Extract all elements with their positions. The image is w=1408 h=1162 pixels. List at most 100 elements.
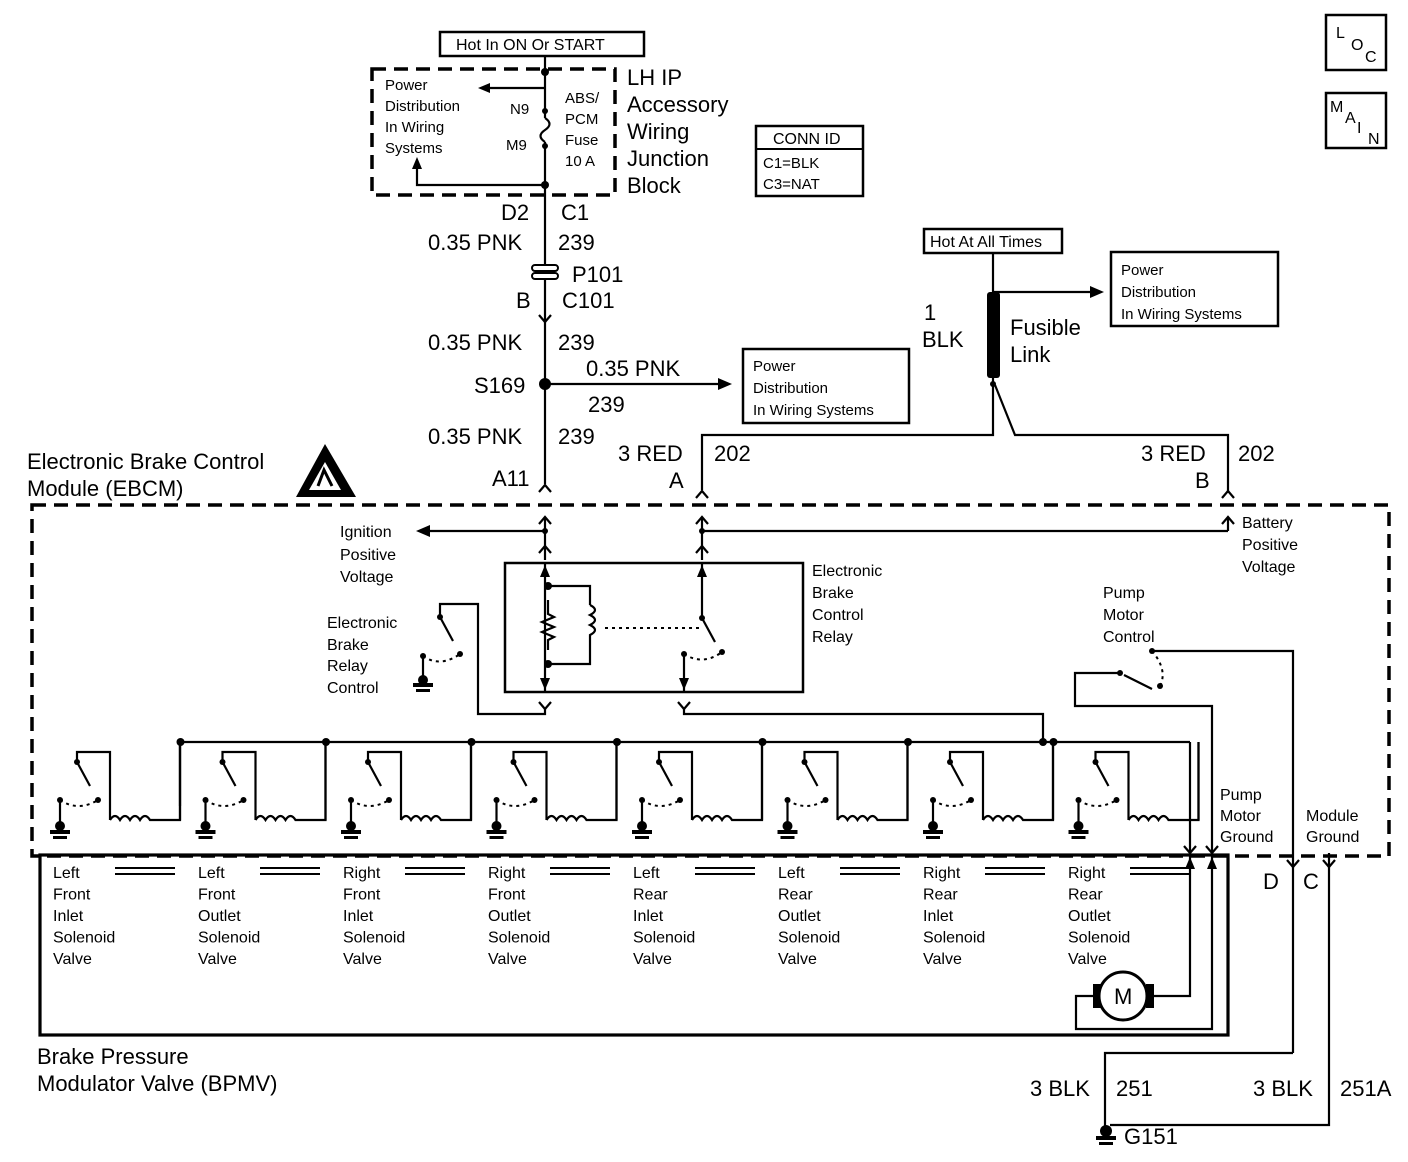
svg-text:Front: Front bbox=[343, 887, 381, 904]
svg-text:N: N bbox=[1368, 131, 1380, 148]
svg-text:Power: Power bbox=[753, 358, 796, 375]
ground-icon bbox=[55, 821, 65, 831]
solenoid-coil-icon bbox=[836, 742, 909, 823]
pin-b2: B bbox=[1195, 468, 1210, 493]
wire-circuit-2: 239 bbox=[558, 330, 595, 355]
svg-text:Fuse: Fuse bbox=[565, 132, 598, 149]
arrow-left-icon bbox=[478, 83, 490, 93]
svg-text:Right: Right bbox=[343, 865, 381, 882]
svg-text:Right: Right bbox=[1068, 865, 1106, 882]
svg-text:Solenoid: Solenoid bbox=[53, 930, 115, 947]
svg-text:Front: Front bbox=[488, 887, 526, 904]
s169-label: S169 bbox=[474, 373, 525, 398]
solenoid-driver-group bbox=[50, 738, 1200, 839]
c101-label: C101 bbox=[562, 288, 615, 313]
red-b-gauge: 3 RED bbox=[1141, 441, 1206, 466]
pin-c: C bbox=[1303, 869, 1319, 894]
branch-circuit: 239 bbox=[588, 392, 625, 417]
esd-warning-icon bbox=[296, 444, 356, 497]
ground-icon bbox=[1073, 821, 1084, 831]
battery-pd-box: Power Distribution In Wiring Systems bbox=[1109, 250, 1280, 328]
svg-text:Brake: Brake bbox=[812, 585, 854, 602]
svg-text:O: O bbox=[1351, 37, 1363, 54]
bpmv-title: Brake Pressure Modulator Valve (BPMV) bbox=[37, 1044, 277, 1096]
svg-text:In Wiring: In Wiring bbox=[385, 119, 444, 136]
svg-text:Rear: Rear bbox=[923, 887, 958, 904]
svg-text:Brake Pressure: Brake Pressure bbox=[37, 1044, 189, 1069]
svg-text:Inlet: Inlet bbox=[53, 908, 84, 925]
svg-text:Right: Right bbox=[923, 865, 961, 882]
solenoid-driver bbox=[613, 738, 764, 839]
solenoid-coil-icon bbox=[691, 742, 764, 823]
pin-a11: A11 bbox=[492, 466, 530, 491]
svg-text:Valve: Valve bbox=[488, 951, 527, 968]
red-a-gauge: 3 RED bbox=[618, 441, 683, 466]
svg-text:LH IP: LH IP bbox=[627, 65, 682, 90]
arrow-left-icon bbox=[416, 525, 430, 537]
module-ground-label: Module Ground bbox=[1306, 808, 1359, 846]
svg-text:Solenoid: Solenoid bbox=[488, 930, 550, 947]
ground-icon bbox=[346, 821, 356, 831]
svg-text:I: I bbox=[1357, 120, 1361, 137]
loc-badge[interactable]: L O C bbox=[1324, 13, 1388, 72]
ebcm-outline bbox=[30, 503, 1391, 858]
pump-motor-icon: M bbox=[1093, 970, 1154, 1022]
driver-switch-icon bbox=[949, 761, 964, 787]
solenoid-coil-icon bbox=[400, 742, 473, 823]
battery-positive-voltage-label: Battery Positive Voltage bbox=[1242, 515, 1298, 576]
fusible-link-label: Fusible bbox=[1010, 315, 1081, 340]
relay-label: Electronic Brake Control Relay bbox=[812, 563, 882, 646]
svg-text:Solenoid: Solenoid bbox=[778, 930, 840, 947]
solenoid-driver bbox=[50, 742, 182, 839]
svg-text:C3=NAT: C3=NAT bbox=[763, 176, 820, 193]
pump-motor-ground-label: Pump Motor Ground bbox=[1220, 787, 1273, 846]
pin-a: A bbox=[669, 468, 684, 493]
solenoid-coil-icon bbox=[254, 742, 327, 823]
g151-label: G151 bbox=[1124, 1124, 1178, 1149]
svg-text:Modulator Valve (BPMV): Modulator Valve (BPMV) bbox=[37, 1071, 277, 1096]
svg-text:PCM: PCM bbox=[565, 111, 598, 128]
svg-text:Solenoid: Solenoid bbox=[923, 930, 985, 947]
ground-wire-gauge-2: 3 BLK bbox=[1253, 1076, 1313, 1101]
arrow-right-icon bbox=[1090, 286, 1104, 298]
svg-text:Inlet: Inlet bbox=[343, 908, 374, 925]
svg-text:CONN ID: CONN ID bbox=[773, 131, 841, 148]
svg-text:Power: Power bbox=[385, 77, 428, 94]
ebcm-title: Electronic Brake Control Module (EBCM) bbox=[27, 449, 264, 501]
svg-text:Relay: Relay bbox=[812, 629, 853, 646]
svg-text:Relay: Relay bbox=[327, 658, 368, 675]
svg-text:Valve: Valve bbox=[1068, 951, 1107, 968]
driver-switch-icon bbox=[221, 761, 237, 787]
svg-text:Distribution: Distribution bbox=[1121, 284, 1196, 301]
svg-text:Left: Left bbox=[198, 865, 225, 882]
ground-icon bbox=[928, 821, 938, 831]
solenoid-driver bbox=[758, 738, 909, 839]
svg-text:Battery: Battery bbox=[1242, 515, 1293, 532]
driver-switch-icon bbox=[367, 761, 382, 787]
svg-text:Control: Control bbox=[812, 607, 864, 624]
hot-at-all-times-label: Hot At All Times bbox=[922, 227, 1064, 255]
fusible-link-label-2: Link bbox=[1010, 342, 1051, 367]
ignition-positive-voltage-label: Ignition Positive Voltage bbox=[340, 524, 396, 586]
solenoid-driver bbox=[322, 738, 473, 839]
svg-text:Module: Module bbox=[1306, 808, 1359, 825]
svg-text:Left: Left bbox=[633, 865, 660, 882]
svg-text:Left: Left bbox=[53, 865, 80, 882]
wire-circuit-1: 239 bbox=[558, 230, 595, 255]
ground-icon bbox=[1096, 1125, 1116, 1145]
svg-text:Inlet: Inlet bbox=[633, 908, 664, 925]
ground-wire-gauge-1: 3 BLK bbox=[1030, 1076, 1090, 1101]
svg-text:Block: Block bbox=[627, 173, 682, 198]
svg-text:Power: Power bbox=[1121, 262, 1164, 279]
driver-switch-icon bbox=[658, 761, 673, 787]
pump-motor-switch bbox=[1073, 648, 1295, 853]
svg-text:Valve: Valve bbox=[923, 951, 962, 968]
svg-text:Rear: Rear bbox=[633, 887, 668, 904]
main-badge[interactable]: M A I N bbox=[1324, 91, 1388, 150]
svg-text:Outlet: Outlet bbox=[198, 908, 241, 925]
